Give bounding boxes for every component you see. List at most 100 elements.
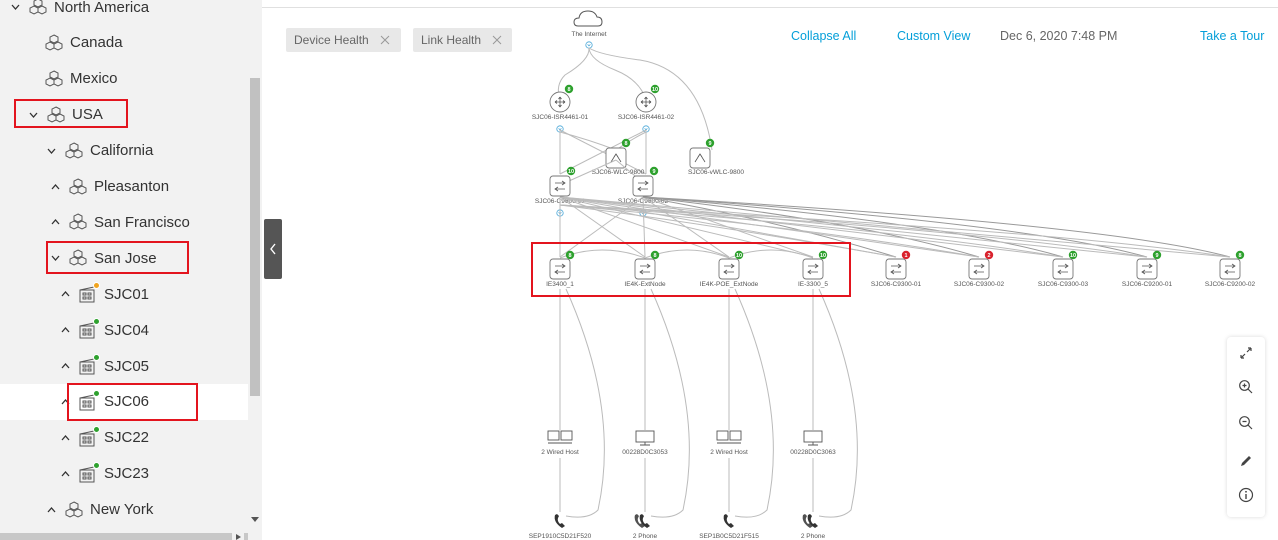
- sidebar-item-label: San Jose: [94, 249, 157, 267]
- access-switch-icon[interactable]: [549, 258, 571, 280]
- zoom-out-icon[interactable]: [1236, 413, 1256, 433]
- sidebar-item-sjc05[interactable]: SJC05: [0, 348, 248, 384]
- health-score-badge: 10: [650, 84, 660, 94]
- svg-text:10: 10: [652, 87, 658, 93]
- collapse-sidebar-handle[interactable]: [264, 219, 282, 279]
- sidebar-item-label: SJC05: [104, 357, 150, 375]
- sidebar-item-mexico[interactable]: Mexico: [0, 61, 248, 97]
- ip-phone-icon[interactable]: [554, 514, 565, 528]
- host-label: 00228D0C3063: [790, 449, 836, 456]
- wired-hosts-icon[interactable]: [547, 430, 573, 444]
- svg-text:9: 9: [708, 141, 711, 147]
- sidebar-item-san-francisco[interactable]: San Francisco: [0, 204, 248, 240]
- chevron-up-icon[interactable]: [44, 503, 58, 517]
- sidebar-item-sjc01[interactable]: SJC01: [0, 276, 248, 312]
- sidebar-item-usa[interactable]: USA: [0, 97, 248, 133]
- wireless-controller-icon[interactable]: [689, 147, 711, 169]
- health-score-badge: 8: [565, 250, 575, 260]
- sidebar-item-label: SJC01: [104, 285, 150, 303]
- pencil-icon[interactable]: [1236, 451, 1256, 471]
- access-switch-icon[interactable]: [1052, 258, 1074, 280]
- sidebar-item-north-america[interactable]: North America: [0, 0, 248, 25]
- sidebar-item-label: Pleasanton: [94, 178, 170, 195]
- wired-host-icon[interactable]: [635, 430, 655, 446]
- svg-text:10: 10: [1070, 253, 1076, 259]
- access-switch-icon[interactable]: [1219, 258, 1241, 280]
- scroll-down-arrow-icon[interactable]: [249, 514, 261, 526]
- chevron-up-icon[interactable]: [48, 180, 62, 194]
- ip-phones-icon[interactable]: [802, 514, 818, 528]
- collapse-all-link[interactable]: Collapse All: [791, 29, 857, 43]
- health-score-badge: 8: [1235, 250, 1245, 260]
- internet-cloud-icon[interactable]: [573, 10, 603, 27]
- router-icon[interactable]: [635, 91, 657, 113]
- access-switch-icon[interactable]: [718, 258, 740, 280]
- ip-phone-icon[interactable]: [723, 514, 734, 528]
- core-switch-icon[interactable]: [549, 175, 571, 197]
- sidebar-item-pleasanton[interactable]: Pleasanton: [0, 169, 248, 205]
- router-icon[interactable]: [549, 91, 571, 113]
- chevron-up-icon[interactable]: [58, 395, 72, 409]
- sidebar-item-sjc23[interactable]: SJC23: [0, 456, 248, 492]
- status-dot: [93, 425, 100, 433]
- sidebar-item-sjc04[interactable]: SJC04: [0, 312, 248, 348]
- device-health-filter-chip[interactable]: Device Health: [286, 28, 401, 52]
- take-a-tour-link[interactable]: Take a Tour: [1200, 29, 1265, 43]
- access-switch-icon[interactable]: [968, 258, 990, 280]
- sidebar-horizontal-scrollbar[interactable]: [0, 533, 248, 540]
- chevron-up-icon[interactable]: [58, 287, 72, 301]
- health-score-badge: 9: [649, 166, 659, 176]
- expand-chevron-icon[interactable]: [585, 41, 593, 49]
- wireless-controller-icon[interactable]: [605, 147, 627, 169]
- chevron-up-icon[interactable]: [48, 215, 62, 229]
- ip-phones-icon[interactable]: [634, 514, 650, 528]
- sidebar-item-label: Canada: [70, 34, 123, 52]
- zoom-in-icon[interactable]: [1236, 377, 1256, 397]
- sidebar-item-new-york[interactable]: New York: [0, 492, 248, 528]
- expand-icon[interactable]: [1236, 343, 1256, 363]
- chevron-up-icon[interactable]: [58, 323, 72, 337]
- scroll-right-arrow-icon[interactable]: [232, 533, 244, 540]
- network-topology-map[interactable]: The Internet8SJC06-ISR4461-0110SJC06-ISR…: [262, 0, 1278, 540]
- chevron-up-icon[interactable]: [58, 467, 72, 481]
- chevron-down-icon[interactable]: [48, 251, 62, 265]
- link-health-filter-chip[interactable]: Link Health: [413, 28, 512, 52]
- access-switch-icon[interactable]: [1136, 258, 1158, 280]
- sidebar-item-sjc22[interactable]: SJC22: [0, 420, 248, 456]
- site-icon: [46, 105, 66, 125]
- map-toolbar: [1227, 337, 1265, 517]
- custom-view-link[interactable]: Custom View: [897, 29, 971, 43]
- phone-label: SEP1B0C5D21F515: [699, 533, 759, 540]
- health-score-badge: 10: [1068, 250, 1078, 260]
- close-icon[interactable]: [379, 34, 391, 46]
- access-switch-icon[interactable]: [802, 258, 824, 280]
- core-switch-icon[interactable]: [632, 175, 654, 197]
- sidebar-item-san-jose[interactable]: San Jose: [0, 240, 248, 276]
- sidebar-item-canada[interactable]: Canada: [0, 25, 248, 61]
- chevron-down-icon[interactable]: [26, 108, 40, 122]
- chevron-up-icon[interactable]: [58, 431, 72, 445]
- device-label: IE-3300_5: [798, 281, 828, 288]
- access-switch-icon[interactable]: [885, 258, 907, 280]
- sidebar-item-california[interactable]: California: [0, 133, 248, 169]
- svg-text:9: 9: [652, 169, 655, 175]
- access-switch-icon[interactable]: [634, 258, 656, 280]
- chevron-down-icon[interactable]: [44, 144, 58, 158]
- close-icon[interactable]: [491, 34, 503, 46]
- site-icon: [68, 212, 88, 232]
- header-divider: [262, 7, 1278, 8]
- svg-text:10: 10: [568, 169, 574, 175]
- sidebar-item-label: SJC23: [104, 465, 150, 483]
- svg-text:10: 10: [736, 253, 742, 259]
- wired-host-icon[interactable]: [803, 430, 823, 446]
- wired-hosts-icon[interactable]: [716, 430, 742, 444]
- chevron-down-icon[interactable]: [8, 0, 22, 14]
- phone-label: 2 Phone: [633, 533, 658, 540]
- chevron-up-icon[interactable]: [58, 359, 72, 373]
- last-updated-timestamp: Dec 6, 2020 7:48 PM: [1000, 29, 1118, 43]
- status-dot: [93, 318, 100, 326]
- device-label: IE4K-POE_ExtNode: [700, 281, 759, 288]
- sidebar-item-sjc06[interactable]: SJC06: [0, 383, 248, 420]
- info-icon[interactable]: [1236, 485, 1256, 505]
- sidebar-scrollbar-thumb[interactable]: [250, 78, 260, 396]
